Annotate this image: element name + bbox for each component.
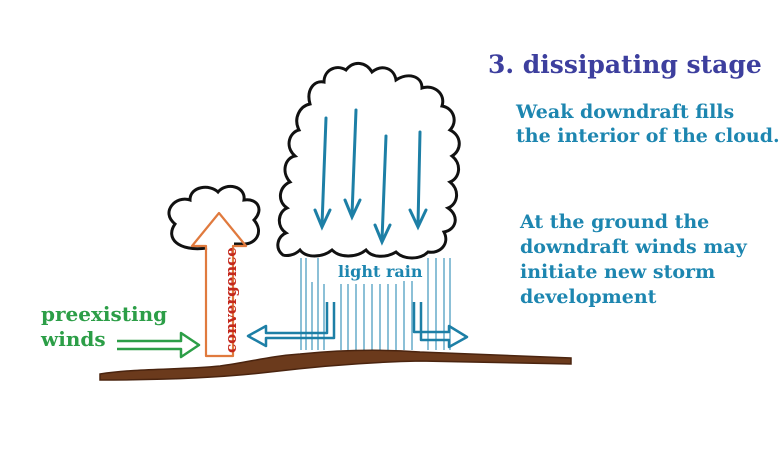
outflow-arrow-right bbox=[412, 302, 469, 349]
rain-streaks bbox=[300, 258, 451, 350]
convergence-label: convergence bbox=[222, 247, 240, 353]
outflow-arrow-left bbox=[246, 302, 336, 348]
small-cloud bbox=[167, 184, 261, 251]
interior-note-line: Weak downdraft fills bbox=[516, 101, 735, 123]
light-rain-label: light rain bbox=[336, 262, 425, 281]
stage-title: 3. dissipating stage bbox=[488, 50, 762, 79]
convergence-arrow bbox=[190, 211, 248, 358]
ground-note-line: development bbox=[520, 286, 657, 308]
big-cloud bbox=[276, 62, 461, 260]
preexisting-winds-arrow bbox=[117, 331, 201, 359]
interior-note-line: the interior of the cloud. bbox=[516, 125, 780, 147]
interior-note: Weak downdraft fills the interior of the… bbox=[516, 100, 780, 148]
ground-note: At the ground the downdraft winds may in… bbox=[520, 210, 747, 310]
preexisting-winds-label: preexisting winds bbox=[41, 302, 167, 352]
ground-note-line: downdraft winds may bbox=[520, 236, 747, 258]
preexisting-label-line: winds bbox=[41, 327, 106, 351]
ground-note-line: At the ground the bbox=[520, 211, 710, 233]
ground bbox=[99, 349, 572, 381]
downdraft-arrows bbox=[313, 108, 428, 246]
preexisting-label-line: preexisting bbox=[41, 302, 168, 326]
ground-note-line: initiate new storm bbox=[520, 261, 716, 283]
